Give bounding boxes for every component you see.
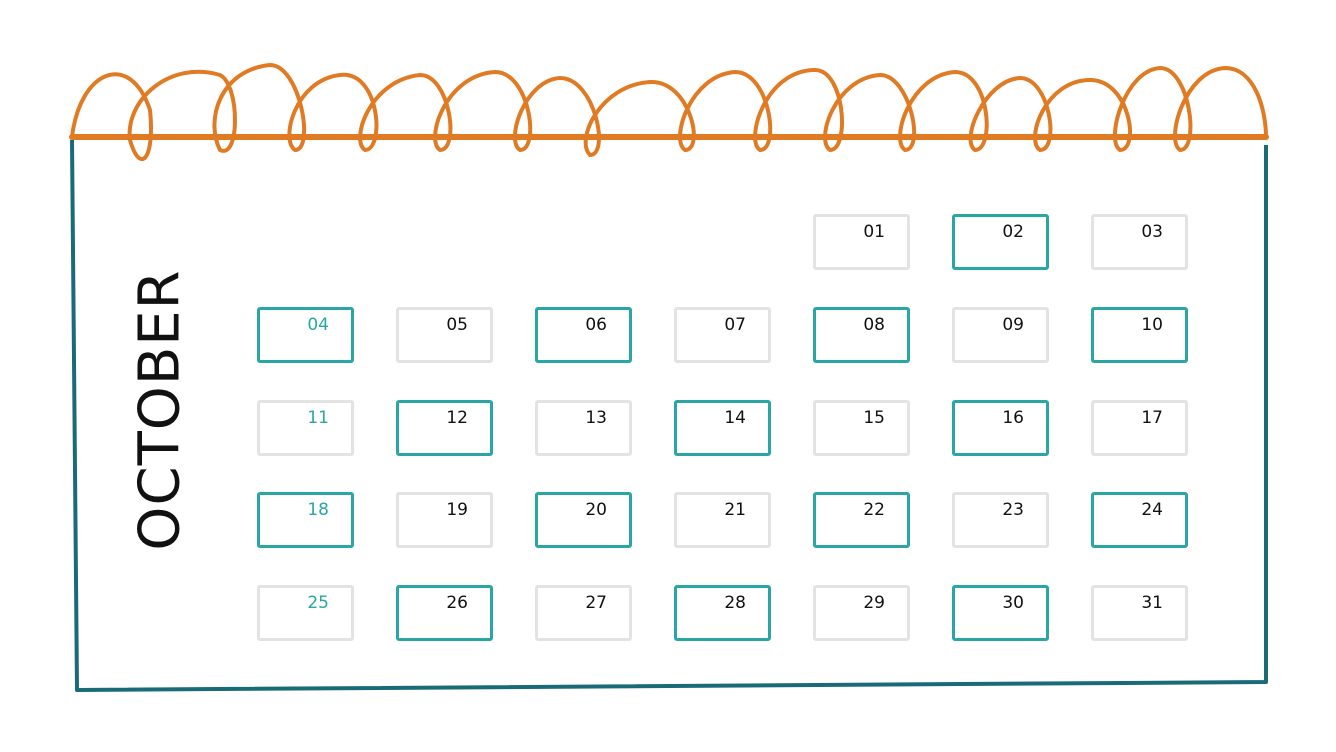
spiral-binding-icon [69,62,1269,162]
day-cell[interactable]: 25 [257,585,354,641]
day-cell[interactable]: 23 [952,492,1049,548]
day-number: 04 [307,315,329,335]
day-cell[interactable]: 09 [952,307,1049,363]
day-number: 21 [724,500,746,520]
day-cell[interactable]: 28 [674,585,771,641]
day-number: 06 [585,315,607,335]
day-number: 02 [1002,222,1024,242]
day-number: 31 [1141,593,1163,613]
day-number: 27 [585,593,607,613]
day-cell[interactable]: 15 [813,400,910,456]
day-cell[interactable]: 27 [535,585,632,641]
day-number: 13 [585,408,607,428]
day-cell[interactable]: 03 [1091,214,1188,270]
day-number: 22 [863,500,885,520]
day-cell[interactable]: 07 [674,307,771,363]
day-cell[interactable]: 26 [396,585,493,641]
day-number: 20 [585,500,607,520]
day-number: 10 [1141,315,1163,335]
day-number: 25 [307,593,329,613]
day-cell[interactable]: 18 [257,492,354,548]
day-cell[interactable]: 11 [257,400,354,456]
day-number: 24 [1141,500,1163,520]
day-cell[interactable]: 05 [396,307,493,363]
day-cell[interactable]: 20 [535,492,632,548]
day-cell[interactable]: 04 [257,307,354,363]
day-number: 29 [863,593,885,613]
day-number: 15 [863,408,885,428]
month-title: OCTOBER [127,269,193,551]
day-number: 05 [446,315,468,335]
day-cell[interactable]: 21 [674,492,771,548]
day-number: 14 [724,408,746,428]
day-number: 12 [446,408,468,428]
day-number: 11 [307,408,329,428]
day-cell[interactable]: 10 [1091,307,1188,363]
day-cell[interactable]: 24 [1091,492,1188,548]
day-number: 09 [1002,315,1024,335]
day-number: 17 [1141,408,1163,428]
day-number: 08 [863,315,885,335]
day-cell[interactable]: 08 [813,307,910,363]
day-cell[interactable]: 16 [952,400,1049,456]
day-number: 03 [1141,222,1163,242]
day-cell[interactable]: 14 [674,400,771,456]
day-cell[interactable]: 22 [813,492,910,548]
day-number: 23 [1002,500,1024,520]
day-cell[interactable]: 31 [1091,585,1188,641]
day-number: 01 [863,222,885,242]
day-number: 16 [1002,408,1024,428]
day-cell[interactable]: 01 [813,214,910,270]
day-number: 07 [724,315,746,335]
day-cell[interactable]: 12 [396,400,493,456]
day-cell[interactable]: 19 [396,492,493,548]
day-number: 28 [724,593,746,613]
day-number: 30 [1002,593,1024,613]
day-number: 19 [446,500,468,520]
month-label: OCTOBER [127,269,193,551]
day-number: 18 [307,500,329,520]
day-number: 26 [446,593,468,613]
day-cell[interactable]: 29 [813,585,910,641]
day-cell[interactable]: 02 [952,214,1049,270]
day-cell[interactable]: 06 [535,307,632,363]
day-cell[interactable]: 17 [1091,400,1188,456]
day-cell[interactable]: 13 [535,400,632,456]
day-cell[interactable]: 30 [952,585,1049,641]
